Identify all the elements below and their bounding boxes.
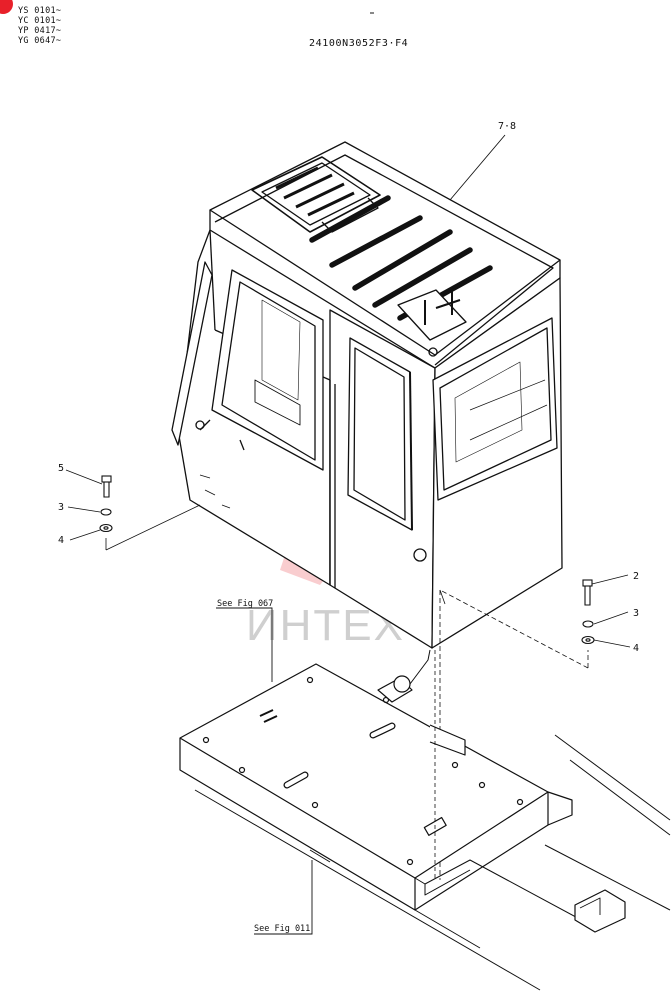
callout-cab: 7·8	[498, 121, 516, 132]
serial-range-4: YG 0647~	[18, 36, 62, 46]
callout-right-washer-b: 4	[633, 643, 639, 654]
floor-plate	[179, 649, 671, 991]
reference-leaders	[216, 607, 313, 935]
left-fastener-set	[65, 469, 201, 551]
reference-fig-067: See Fig 067	[217, 599, 273, 609]
callout-left-washer-a: 3	[58, 502, 64, 513]
cab-leader	[449, 134, 506, 201]
serial-range-3: YP 0417~	[18, 26, 62, 36]
callout-left-washer-b: 4	[58, 535, 64, 546]
reference-fig-011: See Fig 011	[254, 924, 310, 934]
document-number: 24100N3052F3·F4	[309, 38, 409, 49]
callout-right-bolt: 2	[633, 571, 639, 582]
serial-range-1: YS 0101~	[18, 6, 62, 16]
corner-marker	[0, 0, 13, 14]
cab-assembly	[171, 141, 563, 649]
callout-left-bolt: 5	[58, 463, 64, 474]
serial-range-2: YC 0101~	[18, 16, 62, 26]
callout-right-washer-a: 3	[633, 608, 639, 619]
